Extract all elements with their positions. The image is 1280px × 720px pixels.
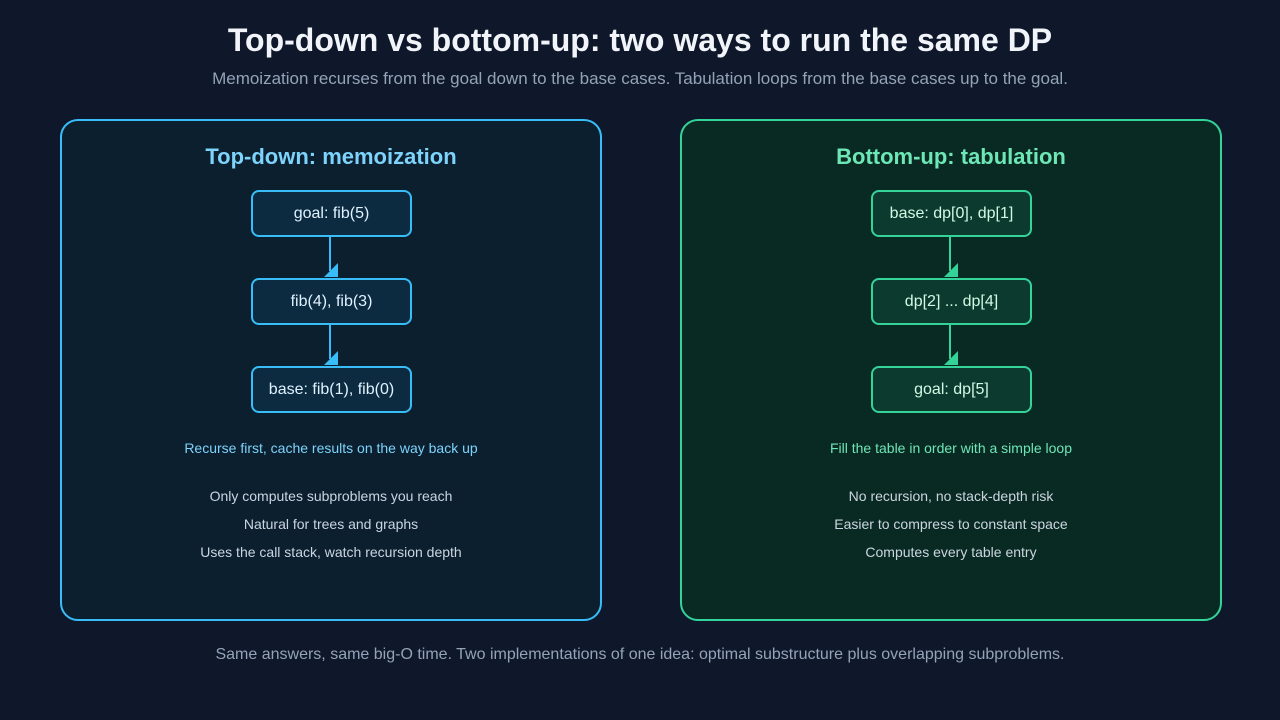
bottomup-bullet: No recursion, no stack-depth risk [848,488,1054,504]
bottomup-bullets: No recursion, no stack-depth risk Easier… [682,487,1220,571]
topdown-node-base: base: fib(1), fib(0) [251,366,412,413]
topdown-arrowhead-2 [324,351,338,365]
page-subtitle: Memoization recurses from the goal down … [212,69,1068,88]
topdown-bullet: Natural for trees and graphs [243,516,419,532]
bottomup-node-base: base: dp[0], dp[1] [871,190,1032,237]
bottomup-node-goal: goal: dp[5] [871,366,1032,413]
bottomup-caption: Fill the table in order with a simple lo… [829,440,1072,456]
topdown-bullet: Uses the call stack, watch recursion dep… [200,544,462,560]
bottomup-panel-title: Bottom-up: tabulation [836,144,1066,169]
topdown-panel-title: Top-down: memoization [205,144,457,169]
bottomup-arrowhead-1 [944,263,958,277]
topdown-arrowhead-1 [324,263,338,277]
page-title: Top-down vs bottom-up: two ways to run t… [227,22,1053,58]
topdown-panel: Top-down: memoization goal: fib(5) fib(4… [60,119,602,621]
topdown-caption: Recurse first, cache results on the way … [184,440,478,456]
topdown-bullet: Only computes subproblems you reach [209,488,453,504]
bottomup-bullet: Computes every table entry [865,544,1037,560]
bottomup-arrowhead-2 [944,351,958,365]
topdown-node-goal: goal: fib(5) [251,190,412,237]
bottomup-panel: Bottom-up: tabulation base: dp[0], dp[1]… [680,119,1222,621]
topdown-node-middle: fib(4), fib(3) [251,278,412,325]
bottomup-node-middle: dp[2] ... dp[4] [871,278,1032,325]
footer-note: Same answers, same big-O time. Two imple… [215,646,1065,663]
bottomup-bullet: Easier to compress to constant space [834,516,1068,532]
topdown-bullets: Only computes subproblems you reach Natu… [62,487,600,571]
